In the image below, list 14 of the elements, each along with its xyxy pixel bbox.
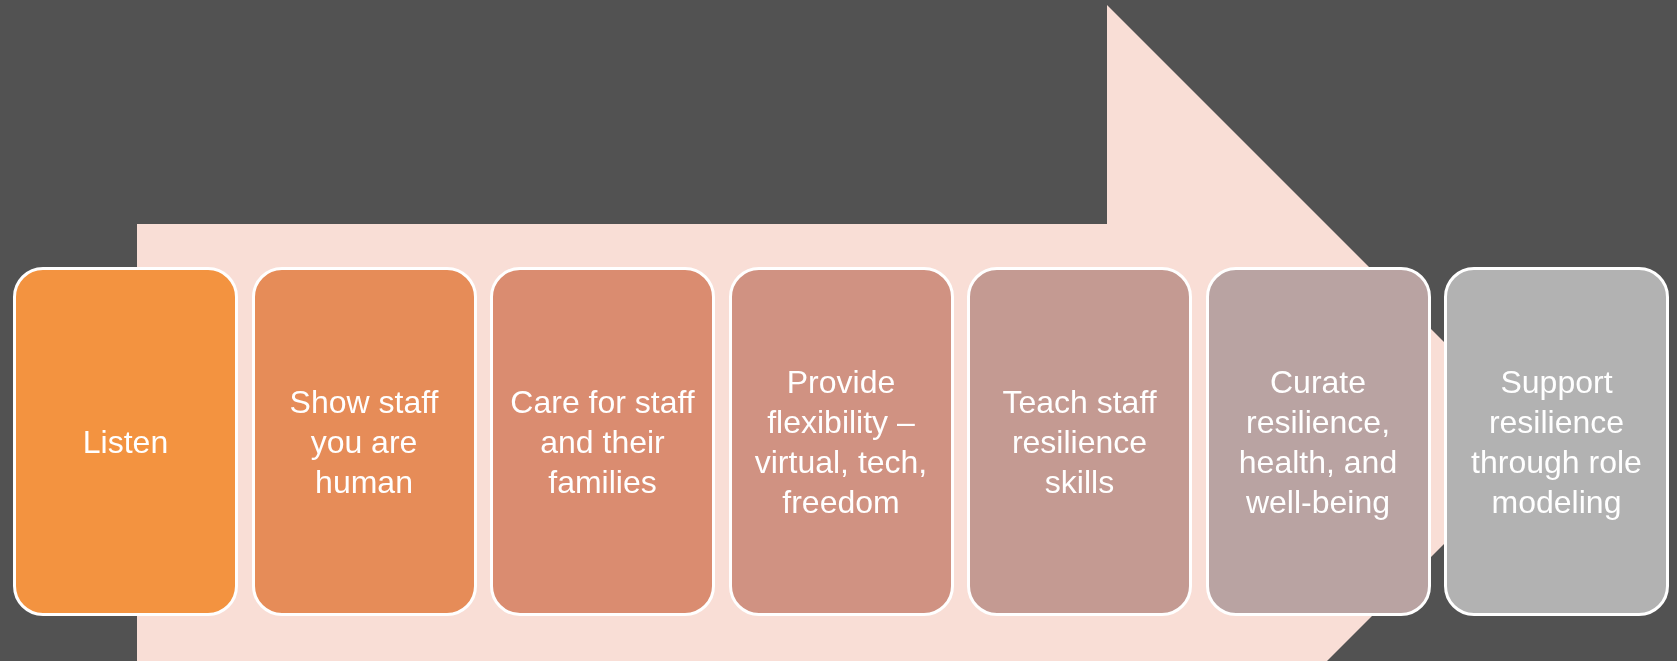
step-text: Curate resilience, health, and well-being — [1237, 362, 1399, 522]
step-box — [728, 267, 954, 616]
step-box — [13, 267, 238, 616]
step-box — [967, 267, 1192, 616]
step-box — [1444, 267, 1669, 616]
step-text: Teach staff resilience skills — [1001, 382, 1158, 502]
step-box — [490, 267, 715, 616]
step-box — [1205, 267, 1431, 616]
step-text: Support resilience through role modeling — [1470, 362, 1643, 522]
step-text: Provide flexibility – virtual, tech, freedom — [753, 362, 929, 522]
step-box — [251, 267, 477, 616]
step-text: Care for staff and their families — [509, 382, 696, 502]
step-text: Listen — [82, 422, 169, 462]
step-text: Show staff you are human — [288, 382, 440, 502]
